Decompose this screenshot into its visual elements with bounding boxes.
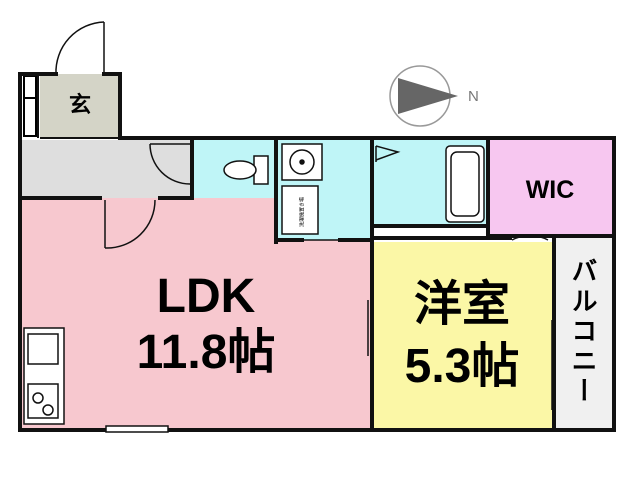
kitchen-sink (27, 333, 59, 365)
toilet-door (149, 143, 191, 185)
walls (18, 72, 616, 432)
ldk-name: LDK (157, 270, 256, 323)
ldk-window (105, 425, 169, 433)
shoe-closet (23, 75, 37, 137)
balcony-fill (556, 236, 612, 428)
western-room-fill (372, 242, 552, 428)
entrance-fill (40, 74, 118, 138)
wic-door (511, 234, 549, 241)
north-arrow-icon (398, 78, 458, 114)
bathtub (445, 145, 485, 223)
bathroom-door (375, 145, 401, 162)
ldk-size: 11.8帖 (137, 326, 276, 379)
toilet-fixture (223, 155, 269, 185)
washer-label: 洗濯機置き場 (298, 197, 305, 227)
wic-fill (488, 140, 612, 236)
washer-space: 洗濯機置き場 (281, 185, 319, 235)
wash-basin (281, 143, 323, 181)
ldk-door (104, 199, 156, 249)
balcony-label: バルコニー (568, 257, 598, 407)
western-room-size: 5.3帖 (405, 340, 520, 393)
compass: N (389, 65, 479, 127)
hall-fill (22, 140, 192, 198)
wic-label: WIC (526, 176, 575, 204)
kitchen-counter (23, 327, 65, 425)
front-door (55, 21, 105, 75)
western-room-name: 洋室 (414, 278, 510, 331)
north-label: N (468, 88, 479, 105)
western-sliding-door (367, 300, 373, 410)
entrance-label: 玄 (69, 92, 91, 117)
stove (27, 383, 59, 419)
